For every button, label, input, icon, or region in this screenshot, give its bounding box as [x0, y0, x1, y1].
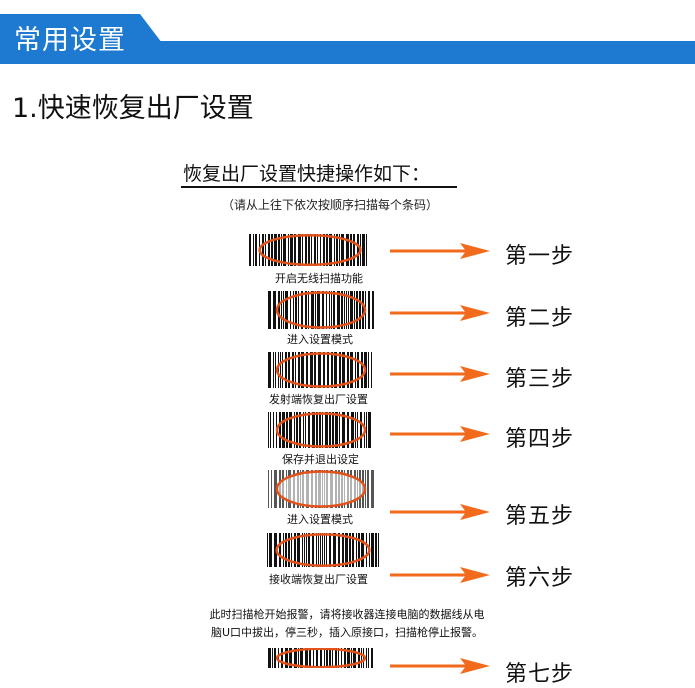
step-label: 第五步: [505, 504, 575, 529]
instructions-underline: [181, 186, 457, 188]
arrow-right-icon: [390, 656, 490, 676]
barcode-caption: 进入设置模式: [287, 513, 353, 526]
arrow-graphic: [390, 504, 490, 520]
instructions-note: （请从上往下依次按顺序扫描每个条码）: [222, 198, 439, 212]
step-label: 第六步: [505, 566, 575, 591]
notice-line-1: 此时扫描枪开始报警，请将接收器连接电脑的数据线从电: [209, 608, 485, 621]
barcode-caption: 发射端恢复出厂设置: [269, 393, 368, 406]
header-bar: 常用设置: [0, 0, 695, 64]
barcode-graphic: [268, 470, 374, 508]
arrow-right-icon: [390, 424, 490, 444]
barcode: [266, 648, 376, 668]
barcode-graphic: [268, 352, 372, 388]
step-label: 第二步: [505, 306, 575, 331]
barcode-caption: 进入设置模式: [287, 333, 353, 346]
arrow-graphic: [390, 366, 490, 382]
barcode: [266, 352, 376, 388]
arrow-right-icon: [390, 303, 490, 323]
step-label: 第四步: [505, 427, 575, 452]
barcode-caption: 保存并退出设定: [282, 453, 359, 466]
arrow-right-icon: [390, 565, 490, 585]
barcode-graphic: [268, 648, 373, 668]
arrow-graphic: [390, 567, 490, 583]
barcode-graphic: [268, 412, 371, 448]
notice-line-2: 脑U口中拔出，停三秒，插入原接口，扫描枪停止报警。: [210, 626, 484, 639]
arrow-right-icon: [390, 364, 490, 384]
instructions-title: 恢复出厂设置快捷操作如下：: [183, 163, 431, 185]
step-label: 第三步: [505, 367, 575, 392]
step-label: 第七步: [505, 662, 575, 687]
arrow-right-icon: [390, 241, 490, 261]
barcode-caption: 接收端恢复出厂设置: [269, 573, 368, 586]
section-title: 1.快速恢复出厂设置: [12, 93, 254, 124]
step-label: 第一步: [505, 244, 575, 269]
arrow-right-icon: [390, 502, 490, 522]
barcode: [247, 234, 373, 266]
arrow-graphic: [390, 426, 490, 442]
notice-text: 此时扫描枪开始报警，请将接收器连接电脑的数据线从电 脑U口中拔出，停三秒，插入原…: [192, 606, 502, 642]
barcode: [265, 533, 381, 567]
header-underline: [0, 41, 695, 64]
arrow-graphic: [390, 243, 490, 259]
arrow-graphic: [390, 658, 490, 674]
arrow-graphic: [390, 305, 490, 321]
barcode-graphic: [268, 291, 374, 329]
barcode-caption: 开启无线扫描功能: [275, 272, 363, 285]
barcode: [266, 412, 376, 448]
header-title: 常用设置: [14, 25, 126, 56]
barcode: [266, 470, 376, 508]
barcode-graphic: [249, 234, 367, 266]
barcode: [266, 291, 376, 329]
barcode-graphic: [267, 533, 379, 567]
